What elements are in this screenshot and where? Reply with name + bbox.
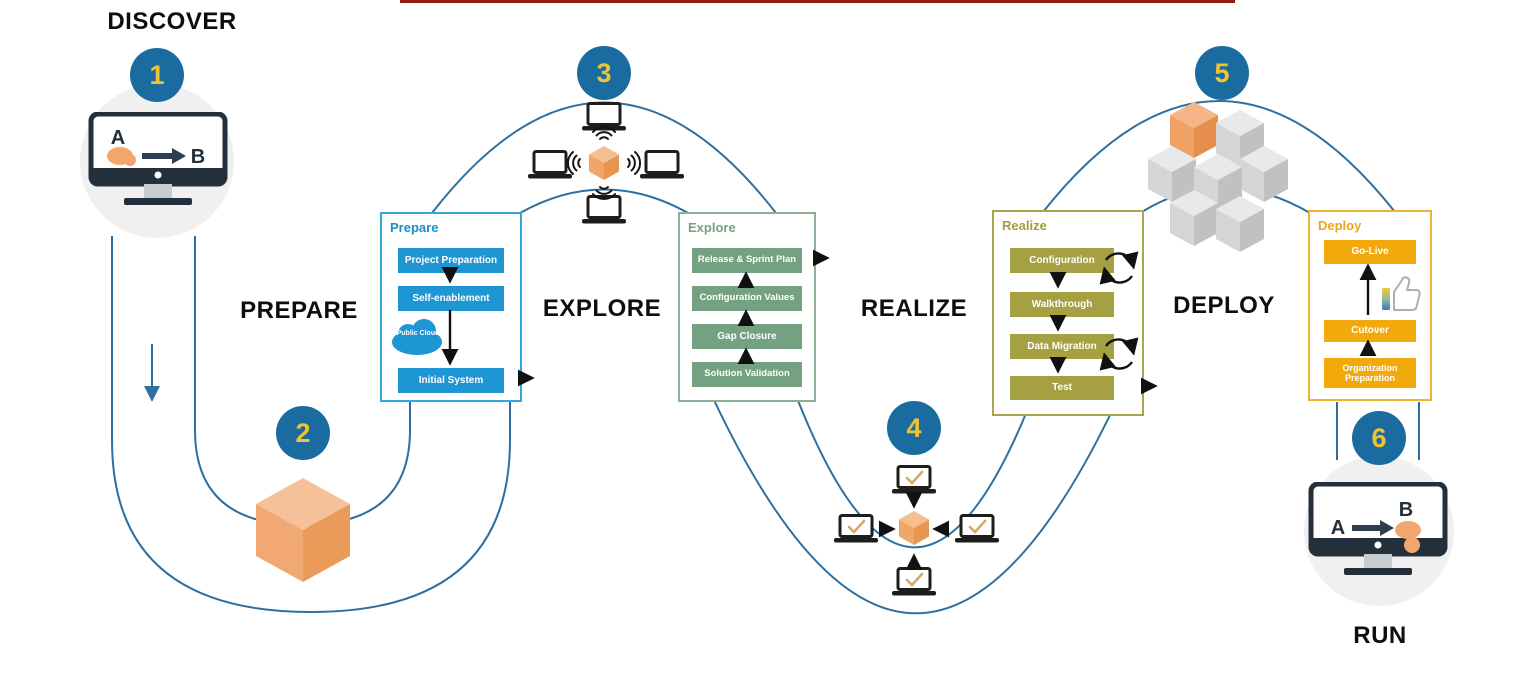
cube-icon xyxy=(256,478,350,582)
explore-item: Release & Sprint Plan xyxy=(692,248,802,273)
discover-from-label: A xyxy=(111,127,125,149)
run-to-label: B xyxy=(1399,499,1413,521)
stage-label-realize: REALIZE xyxy=(860,295,968,322)
deploy-item: Go-Live xyxy=(1324,240,1416,264)
stage-circle-5: 5 xyxy=(1195,46,1249,100)
explore-box: Explore Release & Sprint Plan Configurat… xyxy=(678,212,816,402)
deploy-item: Organization Preparation xyxy=(1324,358,1416,388)
cube-stack-icon xyxy=(1148,102,1288,252)
stage-circle-3: 3 xyxy=(577,46,631,100)
stage-circle-4: 4 xyxy=(887,401,941,455)
explore-box-title: Explore xyxy=(688,220,736,235)
stage-label-deploy: DEPLOY xyxy=(1173,292,1275,319)
validation-cube-icon xyxy=(828,458,1000,604)
thumbs-up-icon xyxy=(1382,276,1421,311)
run-from-label: A xyxy=(1331,517,1345,539)
top-crop-line xyxy=(400,0,1235,3)
explore-item: Configuration Values xyxy=(692,286,802,311)
public-cloud-label: Public Cloud xyxy=(396,330,440,337)
prepare-item: Self-enablement xyxy=(398,286,504,311)
run-monitor-icon: A B xyxy=(1308,482,1448,575)
explore-item: Solution Validation xyxy=(692,362,802,387)
prepare-box: Prepare Project Preparation Self-enablem… xyxy=(380,212,522,402)
realize-box-title: Realize xyxy=(1002,218,1047,233)
realize-item: Configuration xyxy=(1010,248,1114,273)
prepare-item: Initial System xyxy=(398,368,504,393)
stage-label-explore: EXPLORE xyxy=(542,295,662,322)
prepare-item: Project Preparation xyxy=(398,248,504,273)
stage-circle-6: 6 xyxy=(1352,411,1406,465)
stage-label-run: RUN xyxy=(1353,622,1407,649)
stage-circle-1: 1 xyxy=(130,48,184,102)
stage-circle-2: 2 xyxy=(276,406,330,460)
prepare-box-title: Prepare xyxy=(390,220,439,235)
realize-item: Data Migration xyxy=(1010,334,1114,359)
stage-label-prepare: PREPARE xyxy=(240,297,358,324)
realize-box: Realize Configuration Walkthrough Data M… xyxy=(992,210,1144,416)
deploy-box: Deploy Go-Live Cutover Organization Prep… xyxy=(1308,210,1432,401)
realize-item: Walkthrough xyxy=(1010,292,1114,317)
explore-item: Gap Closure xyxy=(692,324,802,349)
discover-monitor-icon: A B xyxy=(88,112,228,205)
deploy-item: Cutover xyxy=(1324,320,1416,342)
network-cube-icon xyxy=(526,102,686,225)
discover-to-label: B xyxy=(191,146,205,168)
public-cloud-icon xyxy=(392,319,442,355)
realize-item: Test xyxy=(1010,376,1114,400)
stage-label-discover: DISCOVER xyxy=(107,8,237,35)
deploy-box-title: Deploy xyxy=(1318,218,1362,233)
